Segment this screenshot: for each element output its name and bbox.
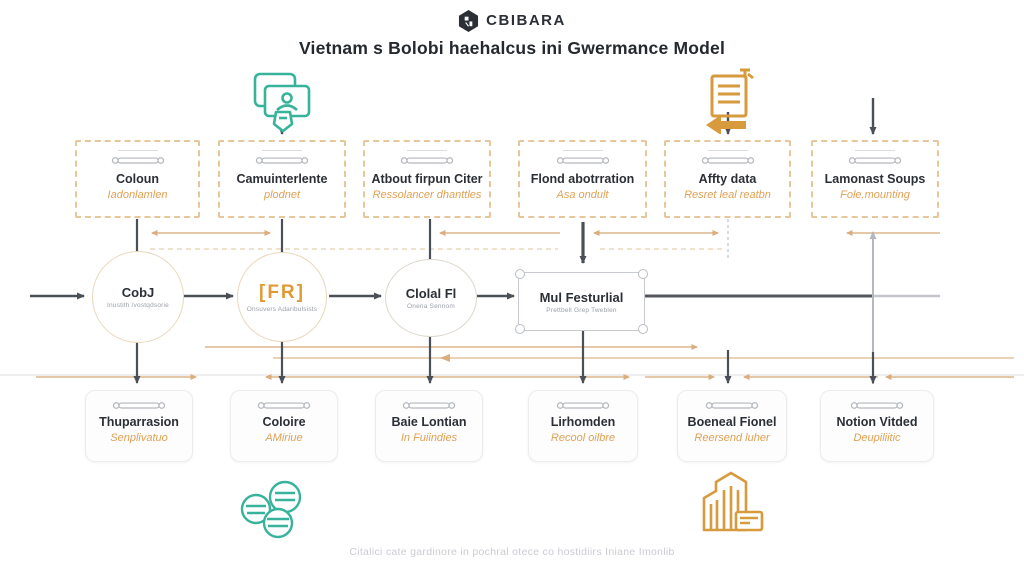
bottom-box-1: Thuparrasion Senplivatuo — [85, 390, 193, 462]
middle-node-4: Mul Festurlial Prettbell Grep Tweblen — [515, 269, 648, 334]
chain-link-icon — [555, 155, 611, 166]
page-title: Vietnam s Bolobi haehalcus ini Gwermance… — [298, 38, 726, 58]
chain-link-icon — [849, 400, 905, 411]
chain-link-icon — [847, 155, 903, 166]
document-export-icon — [706, 68, 754, 134]
overlapping-windows-shield-icon — [253, 72, 311, 133]
box-title: Affty data — [698, 172, 757, 186]
node-glyph: [FR] — [259, 281, 305, 303]
box-title: Thuparrasion — [99, 415, 179, 429]
node-subtitle: Onsuvers Adaribulsists — [246, 305, 318, 313]
bottom-box-2: Coloire AMiriue — [230, 390, 338, 462]
box-title: Coloun — [115, 172, 160, 186]
chain-link-icon — [704, 400, 760, 411]
divider — [707, 150, 748, 151]
bottom-box-6: Notion Vitded Deupiliitic — [820, 390, 934, 462]
box-title: Notion Vitded — [836, 415, 918, 429]
divider — [117, 150, 158, 151]
top-box-5: Affty data Resret leal reatbn — [664, 140, 791, 218]
chat-bubbles-icon — [240, 480, 302, 539]
hexagon-logo-icon — [459, 10, 479, 32]
box-subtitle: Fole.mounting — [840, 188, 910, 201]
top-box-3: Atbout firpun Citer Ressolancer dhanttle… — [363, 140, 491, 218]
node-title: CobJ — [121, 285, 155, 300]
box-subtitle: In Fuiindies — [400, 431, 458, 444]
buildings-icon — [702, 471, 764, 532]
divider — [562, 150, 603, 151]
middle-node-2: [FR] Onsuvers Adaribulsists — [237, 252, 327, 342]
box-title: Lamonast Soups — [824, 172, 926, 186]
logo: CBIBARA — [0, 9, 1024, 32]
box-subtitle: plodnet — [263, 188, 301, 201]
chain-link-icon — [254, 155, 310, 166]
chain-link-icon — [555, 400, 611, 411]
top-box-4: Flond abotrration Asa ondult — [518, 140, 647, 218]
node-title: Clolal Fl — [405, 286, 457, 301]
chain-link-icon — [700, 155, 756, 166]
box-title: Flond abotrration — [530, 172, 635, 186]
top-box-2: Camuinterlente plodnet — [218, 140, 346, 218]
box-subtitle: Iadonlamlen — [107, 188, 168, 201]
box-title: Lirhomden — [550, 415, 616, 429]
bottom-box-4: Lirhomden Recool oilbre — [528, 390, 638, 462]
box-subtitle: Recool oilbre — [550, 431, 616, 444]
node-subtitle: Prettbell Grep Tweblen — [546, 306, 617, 314]
middle-node-1: CobJ Inustith /vostqdsorie — [92, 251, 184, 343]
middle-node-3: Clolal Fl Onena Sennom — [385, 259, 477, 337]
top-box-1: Coloun Iadonlamlen — [75, 140, 200, 218]
divider — [262, 150, 302, 151]
corner-dot — [638, 269, 648, 279]
corner-dot — [515, 269, 525, 279]
box-subtitle: Ressolancer dhanttles — [372, 188, 482, 201]
box-subtitle: Resret leal reatbn — [684, 188, 771, 201]
divider — [407, 150, 447, 151]
chain-link-icon — [111, 400, 167, 411]
logo-text: CBIBARA — [486, 12, 566, 29]
box-subtitle: Asa ondult — [556, 188, 609, 201]
box-subtitle: Senplivatuo — [110, 431, 168, 444]
bottom-box-3: Baie Lontian In Fuiindies — [375, 390, 483, 462]
divider — [855, 150, 895, 151]
corner-dot — [515, 324, 525, 334]
node-subtitle: Onena Sennom — [407, 303, 455, 310]
box-title: Coloire — [262, 415, 306, 429]
chain-link-icon — [401, 400, 457, 411]
node-title: Mul Festurlial — [539, 289, 624, 305]
bottom-box-5: Boeneal Fionel Reersend luher — [677, 390, 787, 462]
chain-link-icon — [110, 155, 166, 166]
node-subtitle: Inustith /vostqdsorie — [106, 302, 169, 309]
top-box-6: Lamonast Soups Fole.mounting — [811, 140, 939, 218]
box-title: Baie Lontian — [391, 415, 467, 429]
box-title: Atbout firpun Citer — [371, 172, 483, 186]
chain-link-icon — [399, 155, 455, 166]
corner-dot — [638, 324, 648, 334]
box-title: Boeneal Fionel — [687, 415, 777, 429]
box-subtitle: AMiriue — [265, 431, 303, 444]
footer-caption: Citalici cate gardinore in pochral otece… — [349, 546, 675, 558]
box-subtitle: Deupiliitic — [853, 431, 901, 444]
chain-link-icon — [256, 400, 312, 411]
box-title: Camuinterlente — [236, 172, 328, 186]
box-subtitle: Reersend luher — [694, 431, 770, 444]
